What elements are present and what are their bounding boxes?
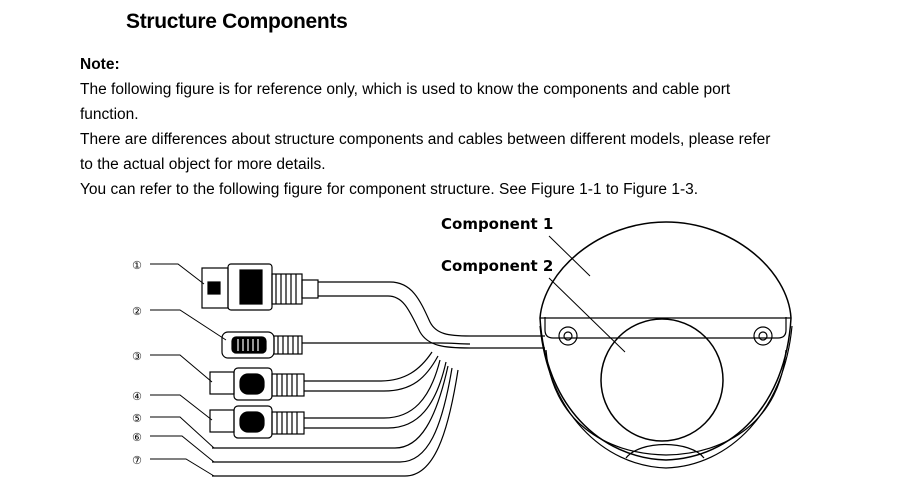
component-1-leader [548, 235, 591, 277]
note-line-5: You can refer to the following figure fo… [80, 181, 699, 198]
note-block: Note: The following figure is for refere… [80, 52, 880, 202]
cable-number-7: ⑦ [132, 454, 142, 467]
cable-number-3: ③ [132, 350, 142, 363]
cable-number-2: ② [132, 305, 142, 318]
note-heading: Note: [80, 56, 120, 73]
cable-number-5: ⑤ [132, 412, 142, 425]
connector-3-video [209, 367, 305, 401]
connector-2-power [221, 331, 303, 359]
dome-camera-illustration [539, 221, 793, 469]
component-2-label: Component 2 [441, 257, 553, 275]
note-line-4: to the actual object for more details. [80, 156, 326, 173]
cable-number-4: ④ [132, 390, 142, 403]
cable-number-6: ⑥ [132, 431, 142, 444]
connector-4-audio [209, 405, 305, 439]
cable-bundle [212, 281, 545, 477]
note-line-1: The following figure is for reference on… [80, 81, 731, 98]
cable-number-1: ① [132, 259, 142, 272]
connector-1-network [201, 263, 319, 311]
note-line-3: There are differences about structure co… [80, 131, 771, 148]
section-title: Structure Components [126, 10, 348, 33]
note-line-2: function. [80, 106, 139, 123]
component-1-label: Component 1 [441, 215, 553, 233]
cable-number-callouts: ① ② ③ ④ ⑤ ⑥ ⑦ [132, 259, 142, 467]
component-2-leader [548, 277, 626, 353]
callout-leaders [150, 263, 227, 477]
